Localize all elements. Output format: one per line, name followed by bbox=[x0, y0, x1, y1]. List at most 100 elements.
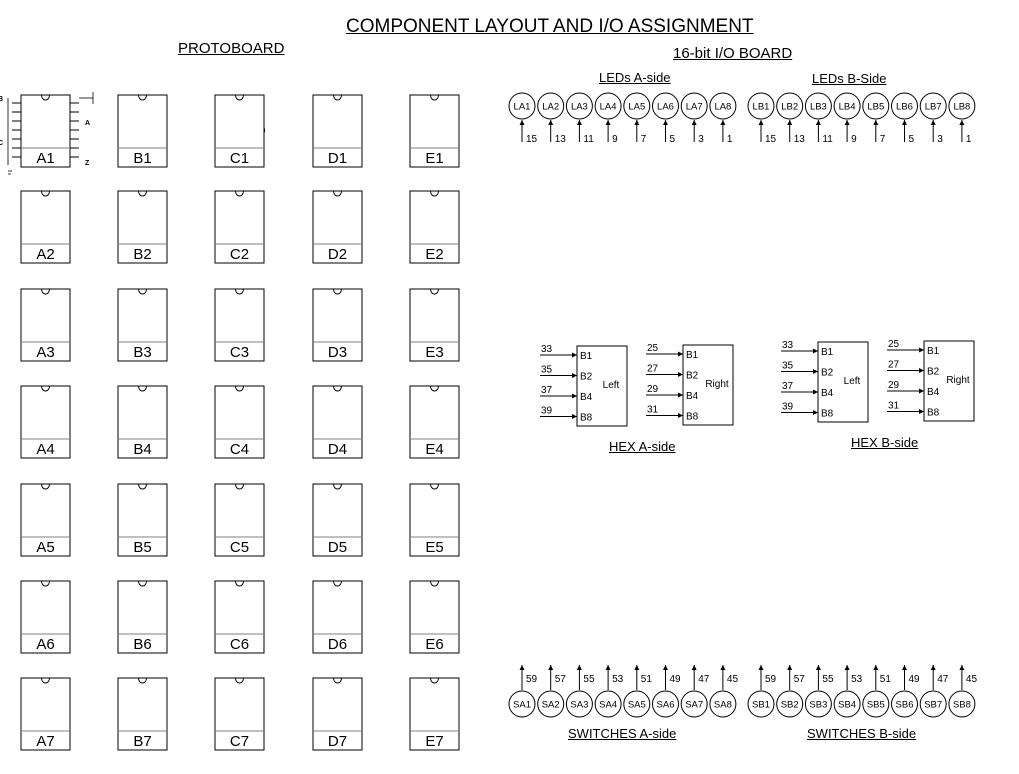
chip-socket: A7 bbox=[20, 677, 71, 751]
hex-pin-number: 39 bbox=[541, 406, 553, 417]
chip-notch bbox=[333, 580, 342, 587]
io-circle bbox=[508, 690, 536, 718]
chip-body bbox=[409, 580, 460, 654]
io-circle bbox=[919, 690, 947, 718]
pin-number: 47 bbox=[698, 674, 710, 685]
chip-body bbox=[312, 677, 363, 751]
chip-socket: D6 bbox=[312, 580, 363, 654]
io-label: SA7 bbox=[685, 700, 703, 711]
hex-bit-label: B1 bbox=[821, 347, 834, 358]
chip-notch bbox=[333, 385, 342, 392]
chip-notch bbox=[430, 483, 439, 490]
hex-pin-number: 37 bbox=[782, 381, 794, 392]
chip-socket: C5 bbox=[214, 483, 265, 557]
chip-label: E4 bbox=[425, 441, 443, 458]
chip-notch bbox=[235, 190, 244, 197]
chip-notch bbox=[41, 483, 50, 490]
chip-label: A2 bbox=[36, 246, 54, 263]
pin-number: 49 bbox=[670, 674, 682, 685]
hex-pin-number: 31 bbox=[888, 401, 900, 412]
io-circle bbox=[594, 690, 622, 718]
io-circle bbox=[652, 92, 679, 120]
io-circle bbox=[709, 92, 737, 120]
io-label: LA5 bbox=[628, 102, 645, 113]
chip-label: A7 bbox=[36, 733, 54, 750]
io-label: LB2 bbox=[781, 102, 798, 113]
chip-notch bbox=[333, 94, 342, 101]
chip-body bbox=[20, 677, 71, 751]
chip-body bbox=[409, 677, 460, 751]
hex-bit-label: B4 bbox=[686, 391, 699, 402]
chip-socket: E5 bbox=[409, 483, 460, 557]
chip-notch bbox=[41, 385, 50, 392]
chip-label: E7 bbox=[425, 733, 443, 750]
pin-number: 59 bbox=[765, 674, 777, 685]
chip-socket: B1 bbox=[117, 94, 168, 168]
pin-number: 51 bbox=[880, 674, 892, 685]
chip-notch bbox=[430, 190, 439, 197]
chip-body bbox=[214, 190, 265, 264]
chip-socket: A6 bbox=[20, 580, 71, 654]
chip-label: C4 bbox=[230, 441, 249, 458]
io-circle bbox=[565, 92, 593, 120]
chip-notch bbox=[333, 190, 342, 197]
chip-label: E2 bbox=[425, 246, 443, 263]
io-circle bbox=[891, 92, 918, 120]
switches-b-title: SWITCHES B-side bbox=[807, 726, 917, 741]
chip-socket: B7 bbox=[117, 677, 168, 751]
chip-label: C2 bbox=[230, 246, 249, 263]
chip-socket: B6 bbox=[117, 580, 168, 654]
chip-label: C6 bbox=[230, 636, 249, 653]
pin-number: 13 bbox=[794, 134, 806, 145]
io-label: SA2 bbox=[542, 700, 560, 711]
hex-a-title: HEX A-side bbox=[609, 439, 676, 454]
hex-body bbox=[576, 345, 628, 427]
chip-notch bbox=[235, 677, 244, 684]
pin-number: 15 bbox=[765, 134, 777, 145]
hex-name: Right bbox=[705, 379, 729, 390]
io-label: SA1 bbox=[513, 700, 531, 711]
hex-body bbox=[923, 340, 975, 422]
chip-body bbox=[214, 385, 265, 459]
chip-label: A6 bbox=[36, 636, 54, 653]
io-circle bbox=[747, 690, 775, 718]
hex-pin-number: 27 bbox=[888, 360, 900, 371]
chip-socket: B5 bbox=[117, 483, 168, 557]
chip-label: B5 bbox=[133, 539, 151, 556]
hex-bit-label: B1 bbox=[580, 351, 593, 362]
io-label: LA2 bbox=[542, 102, 559, 113]
chip-socket: C4 bbox=[214, 385, 265, 459]
chip-body bbox=[312, 288, 363, 362]
led-rows: LA115LA213LA311LA49LA57LA65LA73LA81LB115… bbox=[508, 92, 976, 145]
io-circle bbox=[709, 690, 737, 718]
io-circle bbox=[652, 690, 679, 718]
chip-body bbox=[214, 483, 265, 557]
chip-body bbox=[117, 677, 168, 751]
chip-label: B2 bbox=[133, 246, 151, 263]
hex-pin-number: 35 bbox=[541, 365, 553, 376]
chip-label: A5 bbox=[36, 539, 54, 556]
hex-bit-label: B8 bbox=[686, 412, 699, 423]
chip-socket: B2 bbox=[117, 190, 168, 264]
a1-pin-label: B bbox=[0, 96, 3, 103]
chip-body bbox=[117, 385, 168, 459]
io-label: SA3 bbox=[570, 700, 588, 711]
chip-body bbox=[214, 677, 265, 751]
chip-notch bbox=[430, 677, 439, 684]
chip-label: B1 bbox=[133, 150, 151, 167]
chip-label: D3 bbox=[328, 344, 347, 361]
io-label: LB3 bbox=[810, 102, 827, 113]
io-circle bbox=[776, 690, 804, 718]
hex-displays: Left33B135B237B439B8Right25B127B229B431B… bbox=[540, 339, 975, 427]
chip-notch bbox=[430, 580, 439, 587]
hex-pin-number: 39 bbox=[782, 402, 794, 413]
